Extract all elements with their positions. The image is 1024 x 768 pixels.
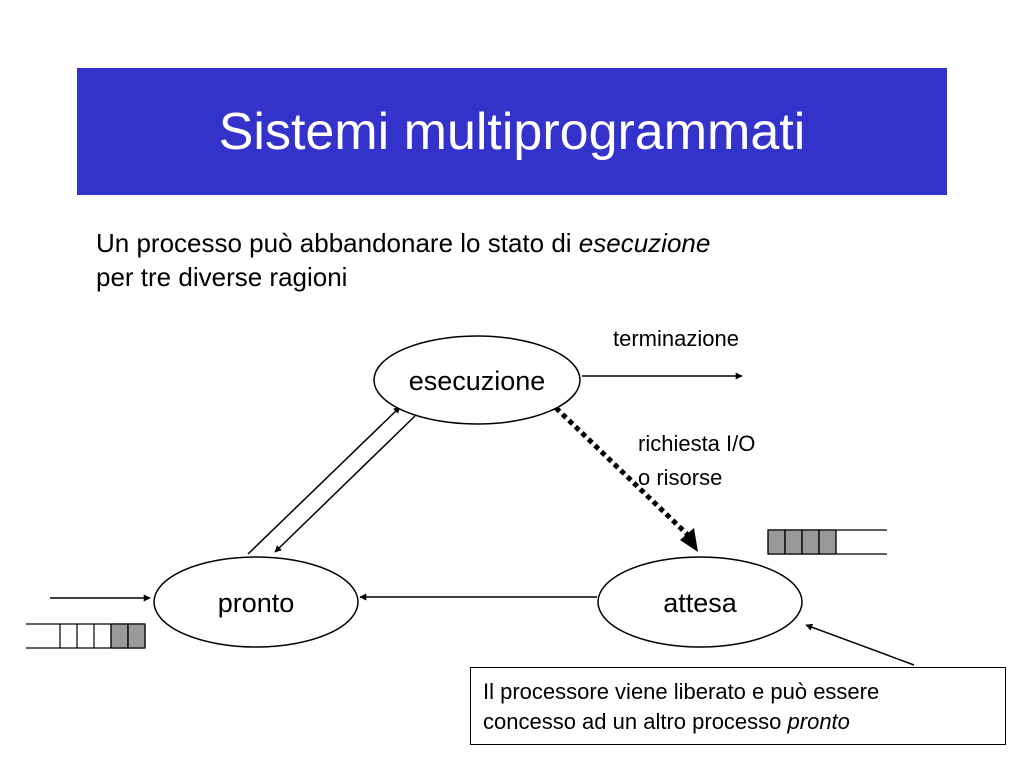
note-pointer-arrow <box>805 623 915 666</box>
state-running-label: esecuzione <box>409 366 546 396</box>
intro-text: Un processo può abbandonare lo stato di … <box>96 226 710 294</box>
state-ready <box>153 556 359 648</box>
intro-line-1: Un processo può abbandonare lo stato di … <box>96 226 710 260</box>
queue-slot-filled <box>110 623 129 649</box>
io-request-label-line-2: o risorse <box>638 465 723 490</box>
note-line-1: Il processore viene liberato e può esser… <box>483 679 880 704</box>
io-request-arrow <box>554 406 692 539</box>
queue-slot-filled <box>784 529 803 555</box>
state-ready-label: pronto <box>218 588 295 618</box>
state-waiting <box>597 556 803 648</box>
queue-slot-filled <box>801 529 820 555</box>
state-running <box>373 335 581 425</box>
waiting-queue <box>767 529 887 555</box>
intro-emphasis: esecuzione <box>578 228 711 258</box>
preempt-arrow <box>274 415 416 553</box>
note-box: Il processore viene liberato e può esser… <box>470 667 1006 745</box>
note-line-2-text: concesso ad un altro processo <box>483 709 788 734</box>
queue-slot-filled <box>767 529 786 555</box>
ready-queue <box>26 623 146 649</box>
note-emphasis: pronto <box>787 709 850 734</box>
title-bar: Sistemi multiprogrammati <box>77 68 947 195</box>
note-line-2: concesso ad un altro processo pronto <box>483 707 1005 737</box>
io-request-arrowhead <box>680 528 698 552</box>
intro-line-1-text: Un processo può abbandonare lo stato di <box>96 228 579 258</box>
slide-title: Sistemi multiprogrammati <box>218 102 806 161</box>
dispatch-arrow <box>247 406 401 555</box>
termination-label: terminazione <box>613 326 739 351</box>
intro-line-2: per tre diverse ragioni <box>96 262 348 292</box>
queue-slot-filled <box>127 623 146 649</box>
queue-slot-filled <box>818 529 837 555</box>
io-request-label-line-1: richiesta I/O <box>638 431 756 456</box>
state-waiting-label: attesa <box>663 588 738 618</box>
